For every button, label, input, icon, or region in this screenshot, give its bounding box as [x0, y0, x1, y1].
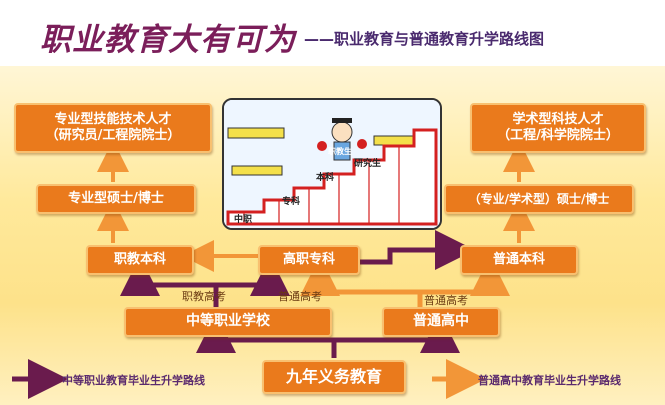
secondary-vocational-box: 中等职业学校	[124, 307, 332, 337]
arrow-genhigh-to-highervoc	[300, 256, 423, 307]
arrow-highervoc-to-genbach	[360, 230, 475, 270]
label-general-exam-right: 普通高考	[424, 294, 468, 307]
general-high-box: 普通高中	[382, 307, 500, 337]
staircase-illustration: 中职 专科 本科 研究生 职教生	[222, 98, 442, 230]
general-bachelor-box: 普通本科	[460, 245, 578, 275]
page-subtitle: ——职业教育与普通教育升学路线图	[304, 30, 545, 48]
page-title: 职业教育大有可为	[40, 22, 296, 58]
step-label-secondary: 中职	[234, 215, 253, 225]
academic-talent-box: 学术型科技人才 （工程/科学院院士）	[470, 103, 646, 153]
legend-vocational-route: 中等职业教育毕业生升学路线	[62, 374, 205, 387]
label-general-exam-left: 普通高考	[278, 290, 322, 303]
arrow-secvoc-to-highervoc	[216, 256, 290, 296]
academic-master-box: （专业/学术型）硕士/博士	[444, 184, 634, 214]
figure-tag: 职教生	[328, 147, 352, 156]
vocational-talent-box: 专业型技能技术人才 （研究员/工程院院士）	[14, 103, 212, 153]
step-label-graduate: 研究生	[354, 159, 382, 169]
professional-master-box: 专业型硕士/博士	[36, 184, 196, 214]
higher-vocational-box: 高职专科	[258, 245, 360, 275]
arrow-genhigh-to-genbach	[420, 256, 510, 296]
legend-general-route: 普通高中教育毕业生升学路线	[478, 374, 621, 387]
vocational-bachelor-box: 职教本科	[86, 245, 194, 275]
step-label-bachelor: 本科	[316, 173, 335, 183]
arrow-secvoc-to-vocbach	[120, 256, 219, 307]
step-label-junior-college: 专科	[282, 197, 301, 207]
label-vocational-exam: 职教高考	[182, 290, 226, 303]
compulsory-education-box: 九年义务教育	[262, 360, 406, 394]
